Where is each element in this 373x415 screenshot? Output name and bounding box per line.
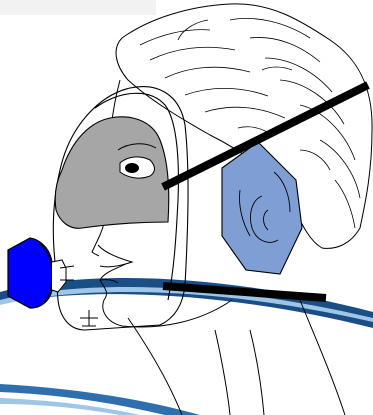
exhalation-valve — [80, 310, 98, 326]
neck-fold-line — [250, 330, 264, 415]
canister-body — [8, 238, 52, 308]
jaw-line — [122, 300, 232, 327]
neck-fold-line — [215, 330, 230, 415]
pupil — [125, 163, 139, 173]
filter-canister — [8, 238, 74, 308]
nose — [98, 245, 132, 267]
neck — [128, 300, 345, 415]
